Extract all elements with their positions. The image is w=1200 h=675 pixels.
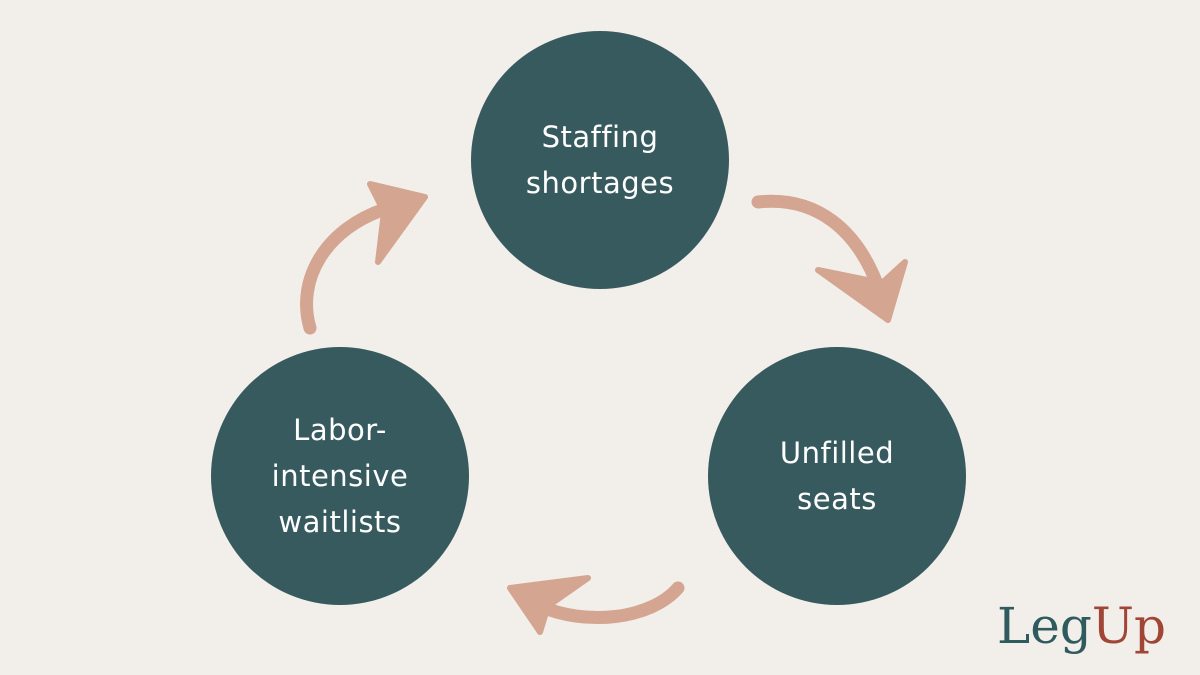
arrow-unfilled-to-labor — [507, 575, 685, 635]
node-staffing-shortages: Staffing shortages — [471, 31, 729, 289]
node-labor-intensive-waitlists: Labor- intensive waitlists — [211, 347, 469, 605]
arrow-staffing-to-unfilled — [751, 194, 908, 323]
node-label: Unfilled seats — [779, 436, 895, 516]
arrow-shaft — [533, 581, 685, 625]
arrow-shaft — [751, 194, 887, 299]
arrow-shaft — [300, 201, 395, 335]
arrow-head — [367, 181, 428, 265]
node-unfilled-seats: Unfilled seats — [708, 347, 966, 605]
logo-leg: Leg — [997, 597, 1092, 655]
logo-up: Up — [1091, 597, 1166, 655]
arrow-head — [507, 575, 591, 635]
arrow-head — [815, 259, 908, 323]
arrow-labor-to-staffing — [300, 181, 428, 335]
legup-logo: LegUp — [997, 601, 1166, 651]
node-label: Staffing shortages — [525, 120, 675, 200]
node-label: Labor- intensive waitlists — [271, 413, 409, 539]
